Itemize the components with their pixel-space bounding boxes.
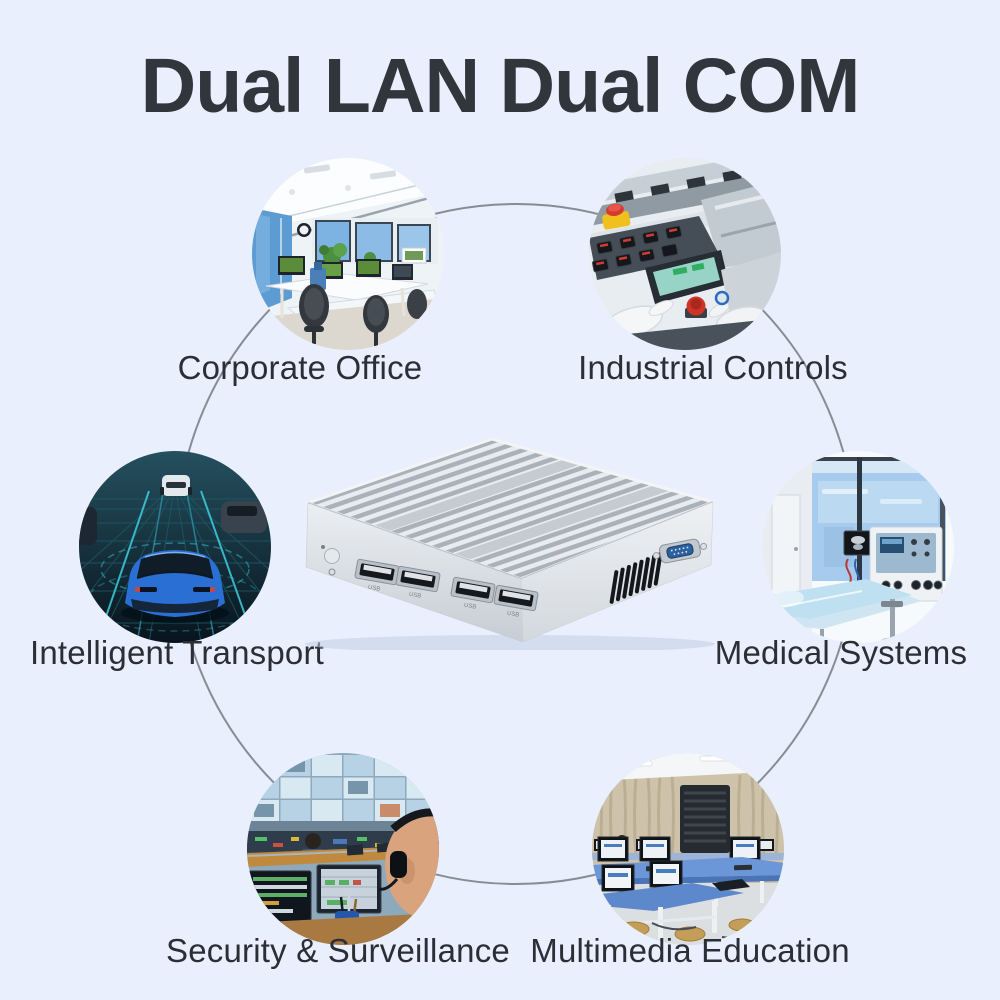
corporate-office-illustration [252, 158, 444, 350]
mid-desk-row [592, 836, 784, 906]
use-case-label-intelligent-transport: Intelligent Transport [29, 634, 325, 671]
usb-label: USB [463, 603, 476, 611]
desk-monitors [248, 864, 382, 924]
emergency-stop-top [602, 203, 631, 230]
usb-port-1: USB [354, 558, 400, 593]
vent-grille [609, 551, 663, 604]
usb-label: USB [506, 611, 519, 619]
front-desk-row [592, 860, 750, 939]
power-led [321, 545, 325, 549]
blue-ring-button [714, 290, 730, 306]
mini-pc-product-image: USB USB USB USB [285, 425, 715, 653]
use-case-image-multimedia-education [592, 753, 784, 945]
power-symbol-icon [328, 568, 336, 576]
usb-port-3: USB [450, 576, 496, 611]
use-case-image-security-surveillance [247, 753, 439, 945]
key-panel [589, 216, 719, 280]
use-case-image-intelligent-transport [79, 451, 271, 643]
multimedia-education-illustration [592, 753, 784, 945]
use-case-label-multimedia-education: Multimedia Education [530, 932, 850, 969]
use-case-image-corporate-office [252, 158, 444, 350]
industrial-controls-illustration [589, 158, 781, 350]
office-monitors [278, 256, 413, 280]
touchscreen [645, 250, 729, 304]
usb-port-4: USB [493, 584, 539, 619]
com-port [652, 538, 708, 564]
usb-label: USB [367, 585, 380, 593]
office-chairs [299, 284, 427, 346]
use-case-label-security-surveillance: Security & Surveillance [166, 932, 510, 969]
side-cars [79, 501, 267, 545]
use-case-image-medical-systems [762, 451, 954, 643]
usb-label: USB [408, 592, 421, 600]
power-button [324, 548, 340, 564]
server-rack [680, 785, 730, 853]
medical-console [869, 526, 943, 602]
use-case-label-medical-systems: Medical Systems [714, 634, 968, 671]
oncoming-car [160, 475, 192, 496]
medical-systems-illustration [762, 451, 954, 643]
intelligent-transport-illustration [79, 451, 271, 643]
use-case-label-industrial-controls: Industrial Controls [578, 349, 848, 386]
use-case-label-corporate-office: Corporate Office [177, 349, 423, 386]
headset-ear-cup [390, 851, 407, 878]
security-surveillance-illustration [247, 753, 439, 945]
page-title: Dual LAN Dual COM [140, 43, 861, 129]
blue-car [121, 550, 229, 623]
usb-port-2: USB [395, 565, 441, 600]
use-case-image-industrial-controls [589, 158, 781, 350]
